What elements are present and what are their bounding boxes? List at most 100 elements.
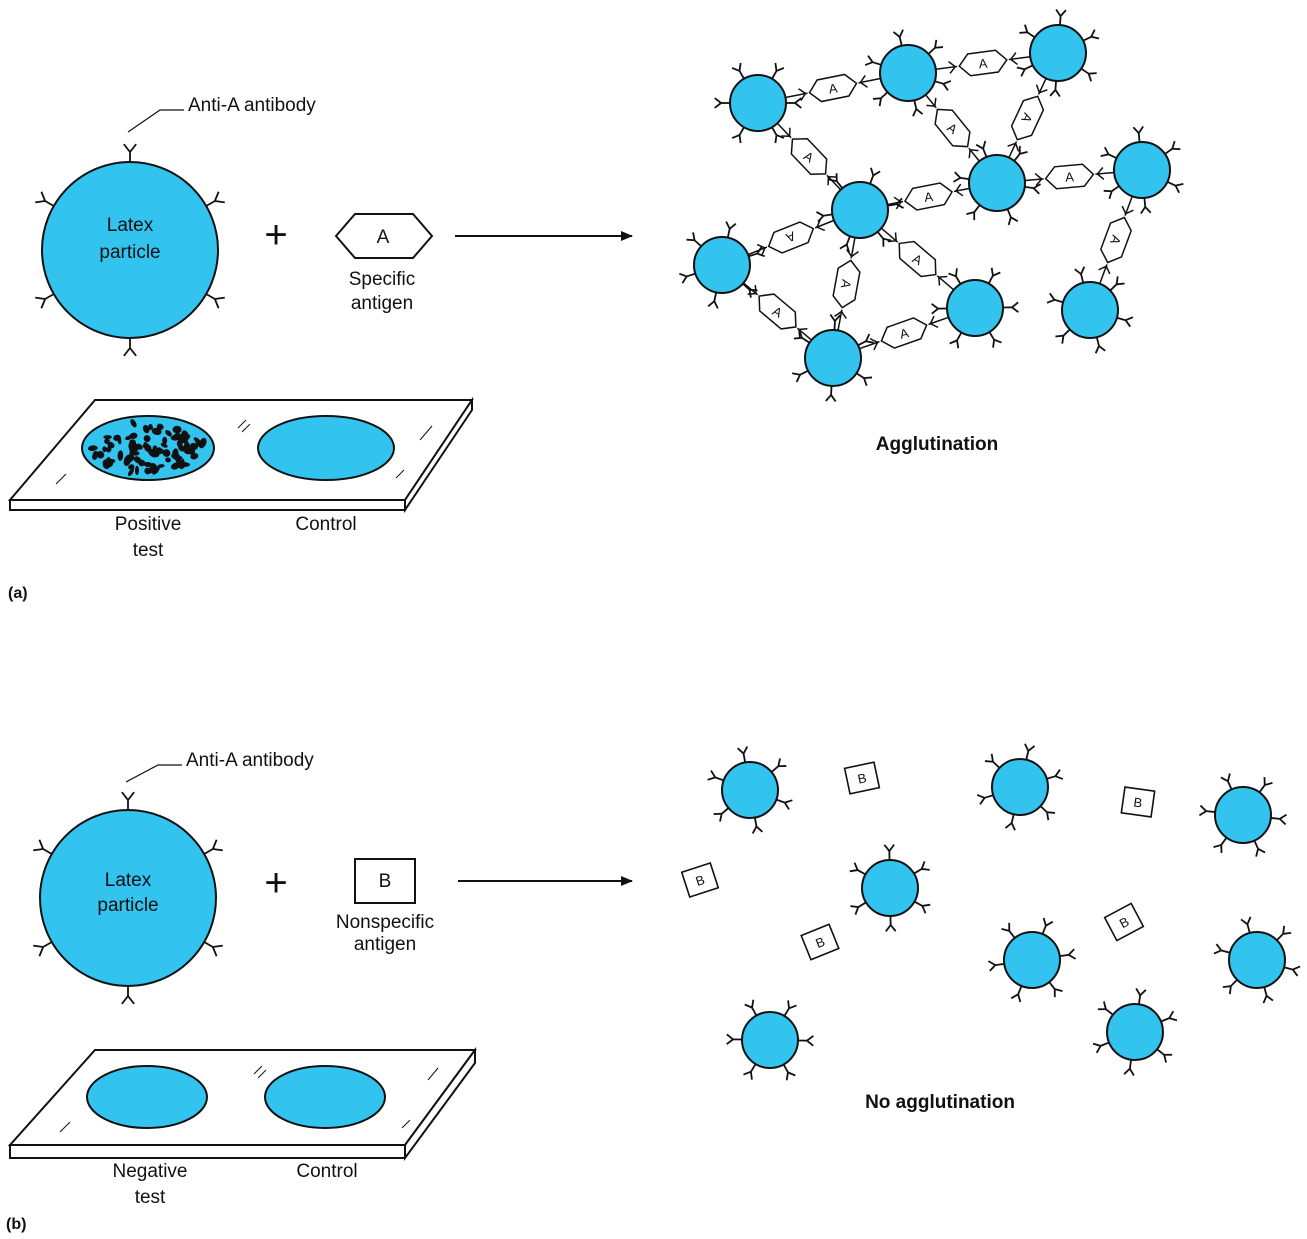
panel-b: Latex particle Anti-A antibody + B Nonsp… [6,743,1301,1233]
antibody-icon [857,333,874,347]
antibody-icon [1220,773,1233,790]
antigen-a-icon: A [776,122,842,191]
clump-dot [106,460,114,467]
antibody-icon [748,246,766,258]
antigen-a-icon: A [925,94,980,162]
antibody-icon [1048,981,1063,998]
antigen-a-icon: A [1098,195,1134,285]
antibody-icon [1016,64,1034,77]
antibody-icon [1156,1048,1173,1063]
antibody-icon [1001,922,1016,939]
clump-dot [129,439,137,446]
antibody-icon [876,231,892,247]
clump-dot [165,429,172,437]
antibody-icon [121,791,135,810]
clump-dot [184,448,193,455]
antibody-icon [869,167,881,185]
antibody-icon [776,798,793,810]
clump-dot [123,454,132,466]
antibody-icon [203,941,223,957]
antibody-icon [952,171,970,183]
antibody-icon [1004,814,1016,831]
antibody-icon [1024,183,1042,195]
antibody-icon [793,329,811,344]
antibody-icon [1039,805,1056,821]
antibody-icon [1123,1059,1135,1077]
antigen-a-icon: A [859,315,949,351]
antibody-icon [949,332,963,349]
antibody-icon [1213,943,1231,955]
clump-dot [133,456,142,464]
antibody-icon [912,100,924,117]
antibody-icon [770,758,787,773]
clump-dot [176,460,186,469]
plus-sign-b: + [264,861,287,905]
antibody-icon [205,191,225,207]
antibody-label: Anti-A antibody [188,95,316,116]
antibody-icon [121,986,135,1005]
antibody-icon [984,753,1001,769]
antibody-icon [839,235,851,253]
svg-text:A: A [1065,169,1075,185]
antibody-icon [713,807,730,822]
clump-dot [131,450,140,456]
latex-particle [1213,916,1301,1004]
control-well-b [264,1065,386,1129]
antibody-icon [1094,336,1106,354]
result-label-b: No agglutination [865,1092,1015,1113]
svg-text:A: A [923,189,934,205]
clump-dot [127,468,135,477]
antibody-icon [205,293,225,309]
clump-dot [106,446,112,453]
antigen-a-icon: A [935,49,1031,77]
clump-dot [162,436,168,445]
nonspecific-label-line1: Nonspecific [336,912,434,933]
antigen-a-icon: A [1007,78,1048,158]
antibody-icon [885,915,897,932]
antibody-icon [1116,316,1134,328]
antibody-icon [855,372,873,387]
antibody-icon [1019,24,1036,39]
antibody-icon [725,221,737,238]
slide-a [7,396,474,514]
antigen-label-line2: antigen [351,293,413,314]
clump-dot [170,435,178,441]
clump-dot [102,446,107,453]
antibody-icon [707,770,724,782]
clump-dot [142,424,150,434]
antigen-a-hexagon [334,213,434,259]
antibody-icon [948,268,962,285]
svg-text:A: A [898,325,910,342]
latex-particle [931,267,1019,349]
antibody-icon [1132,125,1144,143]
antibody-icon [1080,67,1097,82]
antibody-icon [1258,777,1273,793]
antibody-icon [203,839,223,855]
antibody-icon [927,39,944,55]
antibody-icon [987,960,1005,972]
latex-particle-label-line2: particle [99,242,160,263]
latex-particle-a [35,143,225,357]
antibody-icon [1262,986,1274,1004]
antibody-icon [744,999,758,1016]
antibody-icon [825,385,837,403]
antibody-icon [1100,146,1118,159]
clump-dot [104,438,110,444]
antibody-icon [714,97,730,109]
antibody-icon [33,839,53,855]
latex-particle [678,221,766,309]
latex-particle [987,917,1077,1003]
antibody-icon [782,1064,796,1081]
antibody-icon [731,126,745,144]
antibody-icon [1109,276,1125,292]
latex-particle [792,313,874,403]
antibody-icon [975,140,988,158]
antibody-icon [931,303,948,315]
svg-text:B: B [1133,794,1144,810]
antibody-icon [987,267,1001,284]
antibody-icon [864,55,882,66]
latex-particle-b [33,791,223,1005]
